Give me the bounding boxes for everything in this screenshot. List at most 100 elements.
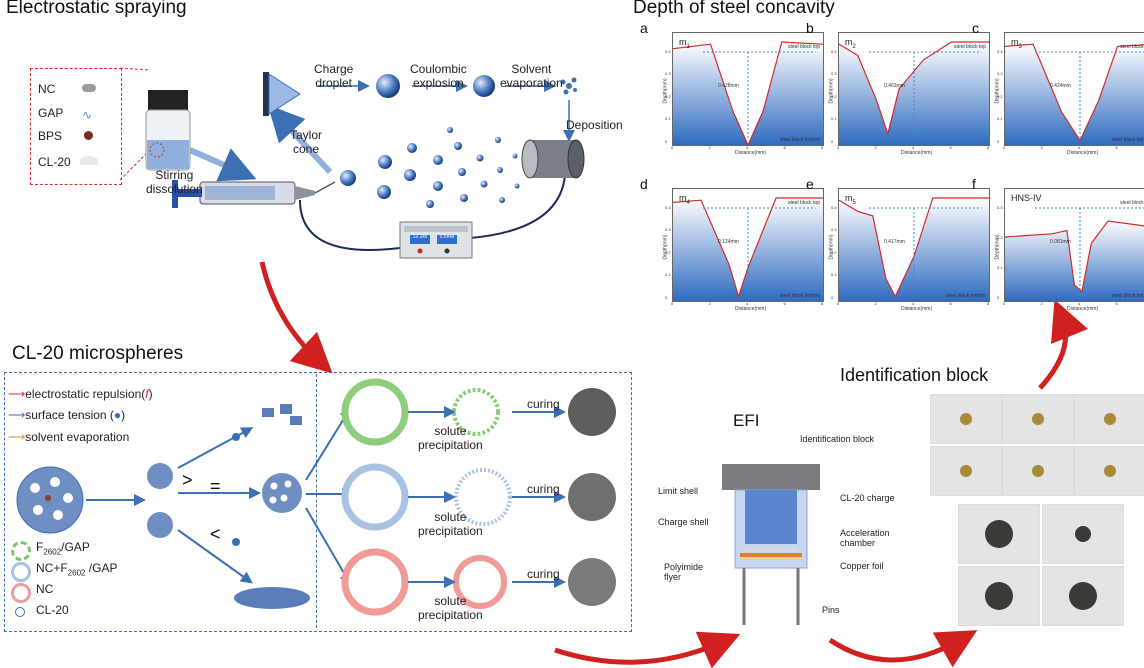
legend-repulsion: ⟶electrostatic repulsion(f) (8, 387, 153, 401)
y-tick: 0 (997, 138, 1000, 144)
x-tick: 8 (987, 301, 990, 306)
y-axis-label: Depth(mm) (994, 78, 1001, 104)
x-tick: 4 (1078, 145, 1081, 150)
current-display: 0.5mA (439, 234, 455, 240)
x-tick: 6 (783, 301, 786, 306)
compare-less: < (210, 524, 221, 544)
legend-swatch (11, 541, 31, 561)
cl20-powder-icon (80, 156, 98, 165)
depth-profile (839, 41, 989, 145)
gap-fiber-icon: ∿ (82, 108, 93, 122)
y-tick: 0 (831, 294, 834, 300)
steel-bottom-label: steel block bottom (1111, 137, 1144, 143)
depth-value: 0.124mm (718, 239, 739, 246)
panel-letter-d: d (640, 176, 648, 192)
identification-photo (1042, 504, 1124, 564)
x-tick: 2 (708, 301, 711, 306)
y-tick: 0 (997, 294, 1000, 300)
x-tick: 0 (837, 301, 840, 306)
depth-value: 0.417mm (884, 239, 905, 246)
x-tick: 6 (1115, 301, 1118, 306)
y-tick: 0.3 (831, 71, 837, 77)
legend-label: F2602/GAP (36, 540, 90, 557)
y-tick: 0 (665, 294, 668, 300)
efi-copper-foil: Copper foil (840, 561, 884, 571)
y-tick: 0 (831, 138, 834, 144)
steel-top-label: steel block top (1120, 44, 1144, 51)
red-arrow-bottom-1 (554, 631, 741, 668)
x-axis-label: Distance(mm) (1067, 150, 1099, 156)
curing-label-1: curing (527, 397, 560, 411)
y-axis-label: Depth(mm) (828, 234, 835, 260)
vial (145, 90, 191, 171)
y-tick: 0.1 (997, 264, 1003, 270)
depth-profile (1005, 43, 1144, 145)
identification-photo (1002, 394, 1074, 444)
curing-label-3: curing (527, 567, 560, 581)
y-tick: 0.2 (665, 249, 671, 255)
x-tick: 0 (1003, 301, 1006, 306)
y-tick: 0.4 (665, 205, 671, 211)
legend-swatch (11, 562, 31, 582)
y-tick: 0.4 (831, 205, 837, 211)
legend-swatch (15, 607, 25, 617)
x-tick: 6 (949, 301, 952, 306)
y-tick: 0.2 (997, 93, 1003, 99)
x-tick: 4 (912, 301, 915, 306)
identification-photo (1074, 446, 1144, 496)
sample-name: m4 (679, 193, 690, 206)
compare-greater: > (182, 470, 193, 490)
x-tick: 0 (671, 301, 674, 306)
y-axis-label: Depth(mm) (662, 234, 669, 260)
nc-powder-icon (82, 84, 96, 92)
efi-identification-block: Identification block (800, 434, 875, 444)
voltage-display: 12.2kv (412, 234, 428, 240)
power-supply (399, 221, 473, 259)
y-tick: 0.3 (831, 227, 837, 233)
efi-title: EFI (733, 411, 760, 430)
curing-label-2: curing (527, 482, 560, 496)
panel-letter-c: c (972, 20, 979, 36)
x-tick: 2 (1040, 301, 1043, 306)
x-tick: 4 (1078, 301, 1081, 306)
steel-bottom-label: steel block bottom (779, 137, 820, 143)
x-axis-label: Distance(mm) (901, 150, 933, 156)
microspheres-title: CL-20 microspheres (12, 343, 184, 364)
electrostatic-title: Electrostatic spraying (6, 0, 187, 18)
y-tick: 0.2 (831, 93, 837, 99)
steel-bottom-label: steel block bottom (779, 293, 820, 299)
y-tick: 0.1 (831, 272, 837, 278)
x-tick: 6 (949, 145, 952, 150)
microsphere-rows (341, 378, 616, 616)
material-nc: NC (38, 82, 56, 96)
y-tick: 0.4 (831, 49, 837, 55)
panel-letter-e: e (806, 176, 814, 192)
y-tick: 0.1 (831, 116, 837, 122)
legend-solvent-evaporation: ⟶solvent evaporation (8, 430, 130, 444)
syringe (172, 180, 336, 208)
steel-top-label: steel block top (788, 44, 820, 51)
x-tick: 4 (912, 145, 915, 150)
y-tick: 0.2 (831, 249, 837, 255)
sample-name: m5 (845, 193, 856, 206)
steel-top-label: steel block top (954, 44, 986, 51)
depth-profile (1005, 207, 1144, 301)
concavity-title: Depth of steel concavity (633, 0, 835, 18)
legend-label: CL-20 (36, 603, 69, 617)
sample-name: HNS-IV (1011, 193, 1042, 203)
x-axis-label: Distance(mm) (735, 306, 767, 312)
efi-device (722, 464, 820, 625)
identification-photo (930, 446, 1002, 496)
identification-photo (1074, 394, 1144, 444)
x-tick: 4 (746, 145, 749, 150)
y-tick: 0.4 (665, 49, 671, 55)
identification-photo (1002, 446, 1074, 496)
